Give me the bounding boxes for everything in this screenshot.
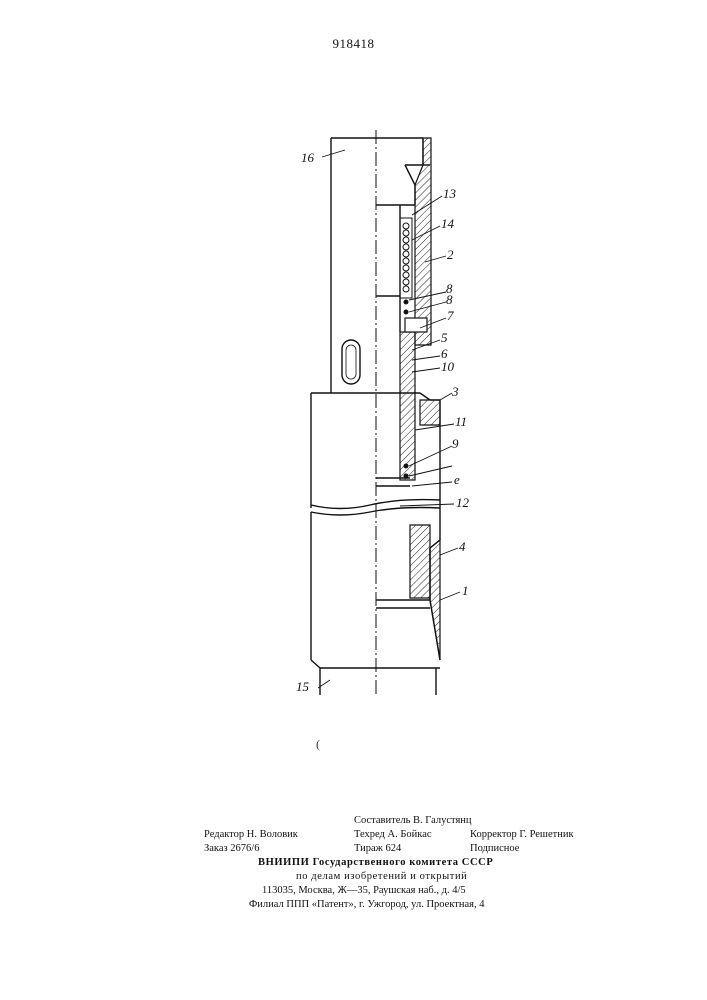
printer-branch: Филиал ППП «Патент», г. Ужгород, ул. Про… bbox=[249, 899, 484, 910]
callout-label: 14 bbox=[441, 216, 455, 231]
techred-credit: Техред А. Бойкас bbox=[354, 829, 432, 840]
corrector-credit: Корректор Г. Решетник bbox=[470, 829, 574, 840]
circulation: Тираж 624 bbox=[354, 843, 401, 854]
callout-label: 1 bbox=[462, 583, 469, 598]
callout-label: 13 bbox=[443, 186, 457, 201]
callout-label: 12 bbox=[456, 495, 470, 510]
order-number: Заказ 2676/6 bbox=[204, 843, 259, 854]
callout-label: e bbox=[454, 472, 460, 487]
subscription-note: Подписное bbox=[470, 843, 519, 854]
organization-subtitle: по делам изобретений и открытий bbox=[296, 871, 467, 882]
callout-label: 7 bbox=[447, 308, 454, 323]
callout-label: 2 bbox=[447, 247, 454, 262]
organization-address: 113035, Москва, Ж—35, Раушская наб., д. … bbox=[262, 885, 466, 896]
callout-label: 4 bbox=[459, 539, 466, 554]
callout-label: 11 bbox=[455, 414, 467, 429]
editor-credit: Редактор Н. Воловик bbox=[204, 829, 298, 840]
callout-label: 10 bbox=[441, 359, 455, 374]
svg-text:(: ( bbox=[316, 737, 320, 751]
callout-label: 5 bbox=[441, 330, 448, 345]
callout-label: 3 bbox=[451, 384, 459, 399]
organization-name: ВНИИПИ Государственного комитета СССР bbox=[258, 857, 493, 868]
callout-label: 8 bbox=[446, 292, 453, 307]
callout-label: 16 bbox=[301, 150, 315, 165]
callout-label: 9 bbox=[452, 436, 459, 451]
callout-label: 15 bbox=[296, 679, 310, 694]
compiler-credit: Составитель В. Галустянц bbox=[354, 815, 472, 826]
